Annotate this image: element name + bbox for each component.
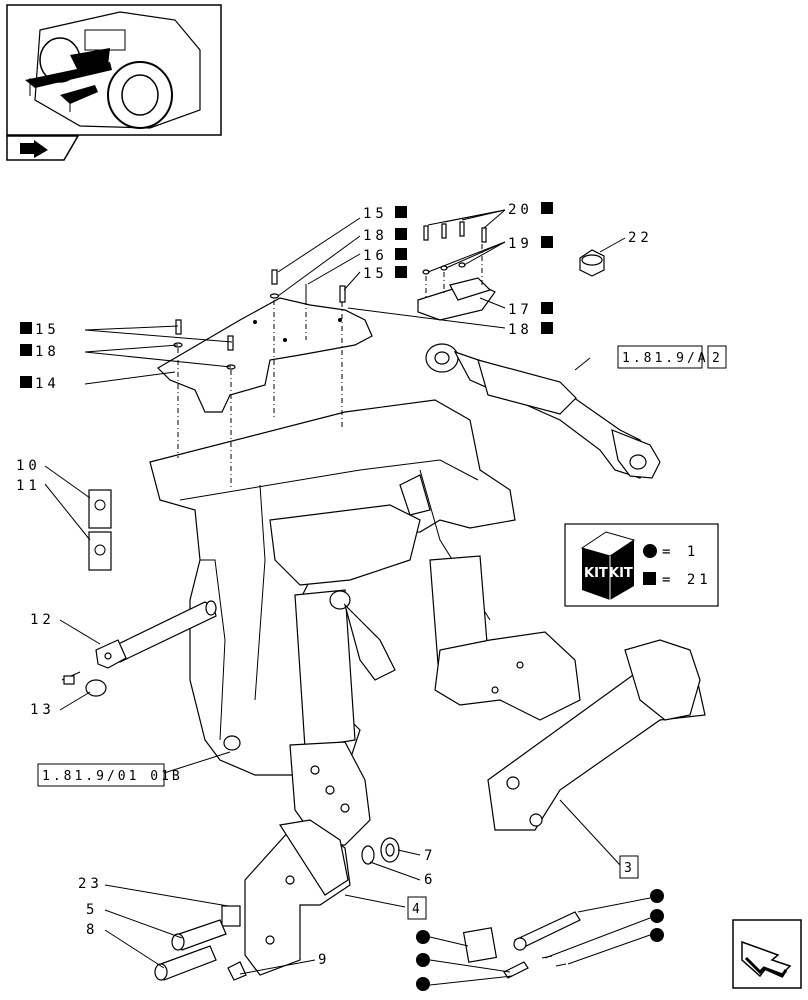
kit-square-count: = 21 <box>662 572 712 588</box>
lower-link-right <box>434 631 581 721</box>
navigation-tab[interactable] <box>6 135 80 161</box>
label-6: 6 <box>424 872 436 888</box>
ref-1-81-9-01-01b[interactable]: 1.81.9/01 01B <box>37 763 183 787</box>
clip-13 <box>61 671 107 697</box>
mounting-plate <box>157 297 373 413</box>
label-7: 7 <box>424 848 436 864</box>
label-9: 9 <box>318 952 330 968</box>
circle-markers <box>416 889 664 991</box>
label-15a: 15 <box>363 206 388 222</box>
label-11: 11 <box>16 478 41 494</box>
label-10: 10 <box>16 458 41 474</box>
kit-circle-count: = 1 <box>662 544 699 560</box>
lower-link-left <box>289 741 371 846</box>
ref-box-3-text: 3 <box>624 861 635 876</box>
square-markers <box>20 202 553 388</box>
label-20: 20 <box>508 202 533 218</box>
next-page-button[interactable] <box>732 919 802 989</box>
bracket-17 <box>417 221 496 321</box>
square-legend-icon <box>643 572 656 585</box>
arrow-icon <box>20 140 48 158</box>
label-14: 14 <box>35 376 60 392</box>
pin-23 <box>221 905 241 927</box>
stabilizer-arm <box>487 639 706 831</box>
label-18b: 18 <box>508 322 533 338</box>
ref-text-1-81-9-01-01b: 1.81.9/01 01B <box>42 769 183 784</box>
washers-6-7 <box>361 837 400 865</box>
pin-8 <box>154 945 217 981</box>
clip-9 <box>227 961 247 981</box>
label-12: 12 <box>30 612 55 628</box>
ref-box-3[interactable]: 3 <box>619 855 639 879</box>
top-link <box>425 343 661 479</box>
label-5: 5 <box>86 902 98 918</box>
label-18a: 18 <box>363 228 388 244</box>
ref-1-81-9-a[interactable]: 1.81.9/A 2 <box>617 345 727 369</box>
ref-box-4[interactable]: 4 <box>407 896 427 920</box>
circle-legend-icon <box>643 544 657 558</box>
label-22: 22 <box>628 230 653 246</box>
label-16: 16 <box>363 248 388 264</box>
label-8: 8 <box>86 922 98 938</box>
ref-box-2: 2 <box>712 351 723 366</box>
label-18c: 18 <box>35 344 60 360</box>
hook-assembly <box>244 819 351 976</box>
tractor-thumbnail[interactable] <box>6 4 222 136</box>
label-19: 19 <box>508 236 533 252</box>
nut-22 <box>579 249 605 277</box>
kit-word-2: KIT <box>609 566 633 581</box>
kit-legend: KIT KIT = 1 = 21 <box>564 523 719 607</box>
decals <box>88 489 112 571</box>
kit-word-1: KIT <box>584 566 608 581</box>
label-17: 17 <box>508 302 533 318</box>
leader-lines <box>44 209 651 986</box>
assembly-lines <box>177 300 343 490</box>
ref-text-1-81-9-a: 1.81.9/A <box>622 351 709 366</box>
ref-box-4-text: 4 <box>412 902 423 917</box>
pin-5 <box>171 919 227 951</box>
label-23: 23 <box>78 876 103 892</box>
label-13: 13 <box>30 702 55 718</box>
label-15c: 15 <box>35 322 60 338</box>
pin-12 <box>95 600 217 669</box>
kit-parts-bottom <box>462 911 581 979</box>
label-15b: 15 <box>363 266 388 282</box>
